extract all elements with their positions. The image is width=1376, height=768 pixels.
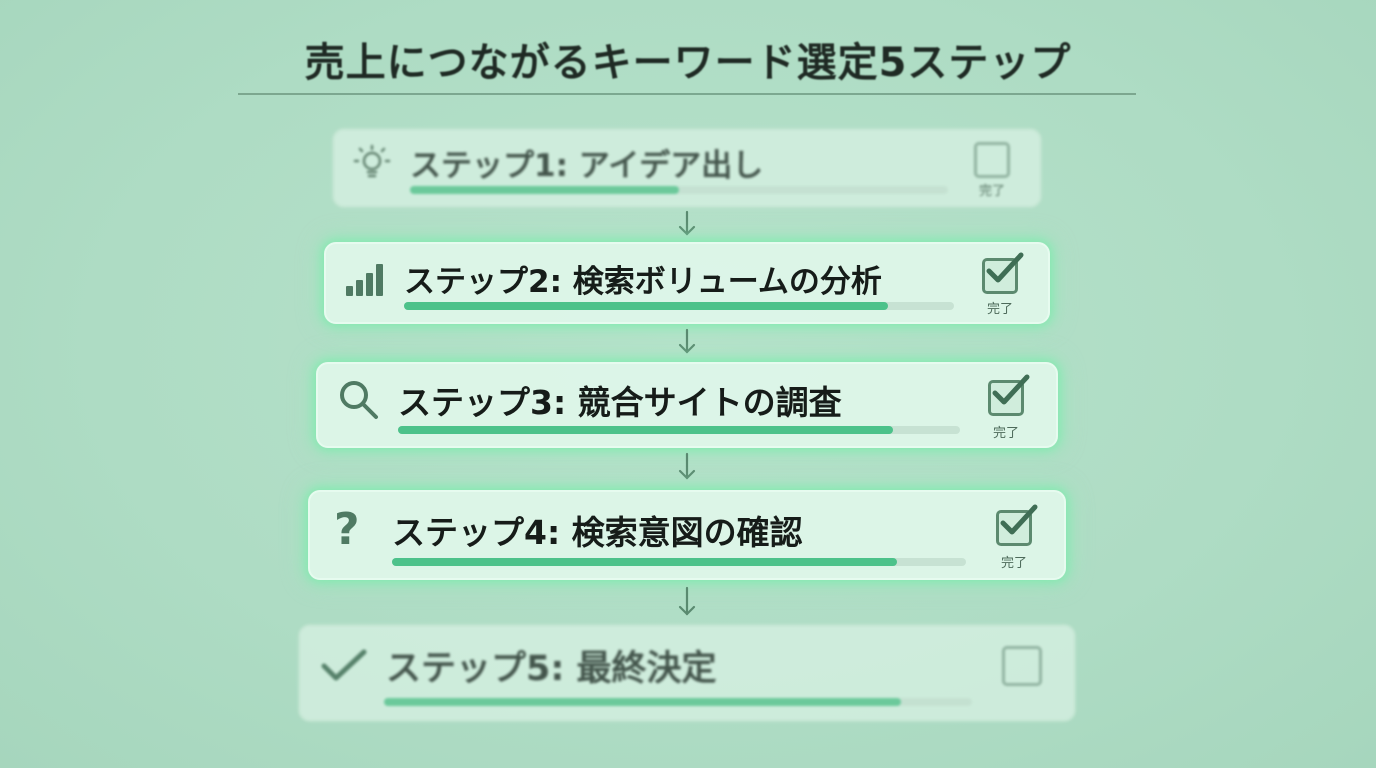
progress-bar (384, 698, 972, 706)
lightbulb-icon (352, 144, 392, 188)
question-mark-icon: ? (334, 504, 360, 555)
completion-checkbox[interactable] (988, 374, 1030, 416)
signal-bars-icon (344, 258, 388, 302)
magnifier-icon (336, 378, 384, 426)
down-arrow-icon (678, 328, 696, 354)
completion-checkbox[interactable] (1002, 646, 1042, 686)
progress-fill (398, 426, 893, 434)
progress-bar (404, 302, 954, 310)
step-label: ステップ1: アイデア出し (410, 148, 764, 184)
down-arrow-icon (678, 586, 696, 616)
progress-bar (392, 558, 966, 566)
page-title: 売上につながるキーワード選定5ステップ (304, 40, 1072, 86)
progress-fill (410, 186, 679, 194)
done-label: 完了 (1000, 556, 1027, 571)
checkmark-icon (986, 252, 1024, 283)
progress-bar (410, 186, 948, 194)
completion-checkbox[interactable] (996, 504, 1038, 546)
progress-fill (392, 558, 898, 566)
down-arrow-icon (678, 452, 696, 480)
title-divider (238, 93, 1136, 95)
done-label: 完了 (986, 302, 1013, 317)
checkmark-icon (1000, 504, 1038, 535)
progress-fill (384, 698, 902, 706)
step-label: ステップ2: 検索ボリュームの分析 (404, 264, 882, 300)
down-arrow-icon (678, 210, 696, 236)
step-label: ステップ4: 検索意図の確認 (392, 513, 803, 552)
done-label: 完了 (992, 426, 1019, 441)
progress-bar (398, 426, 960, 434)
step-card-5[interactable]: ステップ5: 最終決定 (298, 624, 1076, 722)
step-label: ステップ3: 競合サイトの調査 (398, 383, 842, 422)
checkmark-icon (320, 646, 368, 690)
step-card-3[interactable]: ステップ3: 競合サイトの調査 完了 (316, 362, 1058, 448)
step-card-4[interactable]: ? ステップ4: 検索意図の確認 完了 (308, 490, 1066, 580)
step-card-1[interactable]: ステップ1: アイデア出し 完了 (332, 128, 1042, 208)
checkmark-icon (992, 374, 1030, 405)
step-label: ステップ5: 最終決定 (386, 649, 717, 689)
done-label: 完了 (978, 184, 1005, 199)
step-card-2[interactable]: ステップ2: 検索ボリュームの分析 完了 (324, 242, 1050, 324)
progress-fill (404, 302, 888, 310)
completion-checkbox[interactable] (974, 142, 1010, 178)
completion-checkbox[interactable] (982, 252, 1024, 294)
